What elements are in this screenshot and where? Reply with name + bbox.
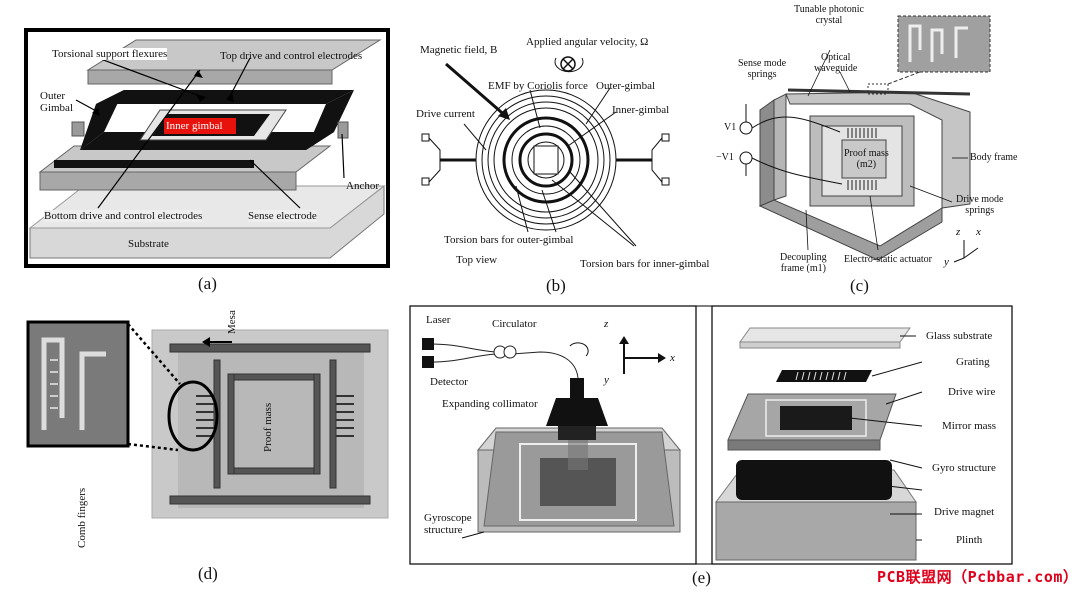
caption-d: (d) [198, 564, 218, 583]
label-bottom-electrodes: Bottom drive and control electrodes [44, 210, 203, 223]
label-tunable-crystal: Tunable photonic crystal [794, 4, 864, 26]
label-axis-x-c: x [976, 226, 981, 238]
label-optical-waveguide: Optical waveguide [814, 52, 858, 74]
label-v1: V1 [724, 122, 737, 133]
label-torsion-inner: Torsion bars for inner-gimbal [580, 258, 710, 270]
label-mirror-mass: Mirror mass [942, 420, 997, 432]
label-axis-y-e: y [604, 374, 609, 386]
panel-c-drawing [739, 15, 991, 263]
label-substrate: Substrate [128, 238, 169, 250]
label-inner-gimbal-b: Inner-gimbal [612, 104, 670, 116]
label-axis-y-c: y [944, 256, 949, 268]
panel-d-drawing [26, 320, 389, 519]
label-outer-gimbal-b: Outer-gimbal [596, 80, 656, 92]
label-circulator: Circulator [492, 318, 537, 330]
label-neg-v1: −V1 [716, 152, 734, 163]
label-proof-mass-c: Proof mass (m2) [844, 148, 889, 170]
label-proof-mass-d: Proof mass [262, 402, 274, 452]
label-comb-fingers: Comb fingers [76, 487, 88, 548]
label-angular-velocity: Applied angular velocity, Ω [526, 36, 649, 48]
label-actuator: Electro-static actuator [844, 254, 933, 265]
label-magnetic-field: Magnetic field, B [420, 44, 498, 56]
label-axis-z-e: z [604, 318, 609, 330]
panel-b: Magnetic field, B Applied angular veloci… [400, 0, 730, 300]
label-axis-x-e: x [670, 352, 675, 364]
panel-c: Tunable photonic crystal Sense mode spri… [716, 0, 1080, 300]
label-torsional-flexures: Torsional support flexures [52, 48, 168, 61]
label-collimator: Expanding collimator [442, 398, 538, 410]
label-drive-wire: Drive wire [948, 386, 996, 398]
label-inner-gimbal: Inner gimbal [166, 120, 223, 132]
panel-a-drawing [24, 28, 390, 268]
label-mesa: Mesa [226, 310, 238, 334]
label-drive-magnet: Drive magnet [934, 506, 995, 518]
label-sense-electrode: Sense electrode [248, 210, 317, 223]
label-gyro-structure: Gyro structure [932, 462, 996, 474]
panel-b-drawing [421, 56, 670, 247]
label-sense-springs: Sense mode springs [738, 58, 787, 80]
label-emf: EMF by Coriolis force [488, 80, 588, 92]
label-drive-springs: Drive mode springs [956, 194, 1004, 216]
caption-c: (c) [850, 276, 869, 295]
label-top-view: Top view [456, 254, 498, 266]
label-laser: Laser [426, 314, 451, 326]
caption-b: (b) [546, 276, 566, 295]
panel-e: Laser Circulator Detector Expanding coll… [400, 300, 1080, 592]
label-outer-gimbal: Outer Gimbal [40, 90, 73, 115]
watermark: PCB联盟网（Pcbbar.com） [877, 568, 1079, 586]
label-axis-z-c: z [956, 226, 961, 238]
panel-d: Mesa Proof mass Comb fingers (d) [0, 300, 400, 592]
label-glass: Glass substrate [926, 330, 993, 342]
label-decoupling-frame: Decoupling frame (m1) [780, 252, 827, 274]
panel-e-drawing [409, 305, 1013, 565]
label-plinth: Plinth [956, 534, 983, 546]
label-body-frame: Body frame [970, 152, 1018, 163]
panel-a: Torsional support flexures Top drive and… [0, 0, 400, 300]
label-top-electrodes: Top drive and control electrodes [220, 50, 363, 62]
label-detector: Detector [430, 376, 468, 388]
caption-a: (a) [198, 274, 217, 293]
caption-e: (e) [692, 568, 711, 587]
label-drive-current: Drive current [416, 108, 475, 120]
label-anchor: Anchor [346, 180, 379, 192]
label-torsion-outer: Torsion bars for outer-gimbal [444, 234, 574, 246]
label-gyroscope: Gyroscope structure [424, 512, 472, 537]
label-grating: Grating [956, 356, 990, 368]
